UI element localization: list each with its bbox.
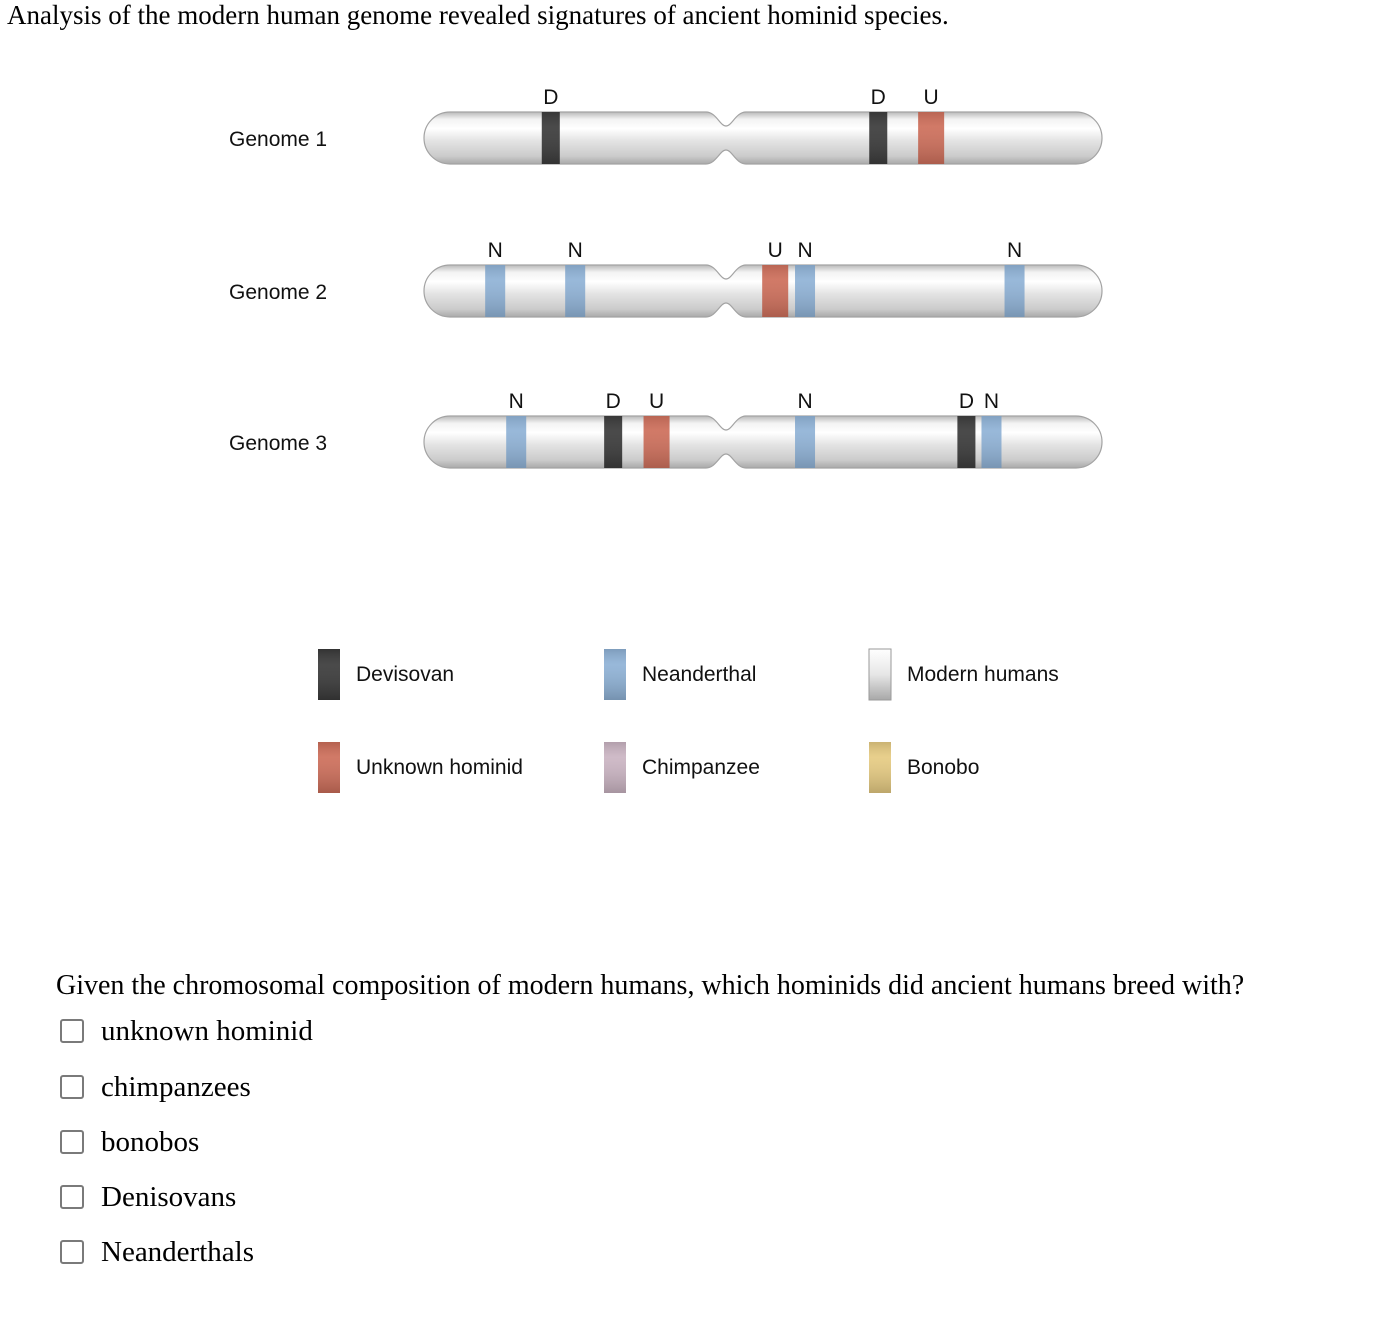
option-label: Denisovans <box>101 1180 237 1213</box>
genome-label: Genome 2 <box>229 281 327 304</box>
genome-label: Genome 1 <box>229 128 327 151</box>
option-label: chimpanzees <box>101 1070 251 1103</box>
marker-label: N <box>984 390 999 413</box>
legend-label: Bonobo <box>907 756 979 779</box>
marker-label: N <box>488 239 503 262</box>
option-unknown-hominid[interactable]: unknown hominid <box>60 1014 313 1048</box>
legend-item: Bonobo <box>869 742 979 793</box>
checkbox[interactable] <box>60 1019 84 1043</box>
option-bonobos[interactable]: bonobos <box>60 1125 199 1159</box>
genome-label: Genome 3 <box>229 432 327 455</box>
legend-label: Chimpanzee <box>642 756 760 779</box>
option-label: bonobos <box>101 1125 200 1158</box>
legend-label: Neanderthal <box>642 663 756 686</box>
option-chimpanzees[interactable]: chimpanzees <box>60 1070 251 1104</box>
checkbox[interactable] <box>60 1185 84 1209</box>
legend-label: Devisovan <box>356 663 454 686</box>
checkbox[interactable] <box>60 1240 84 1264</box>
option-neanderthals[interactable]: Neanderthals <box>60 1235 254 1269</box>
option-denisovans[interactable]: Denisovans <box>60 1180 236 1214</box>
marker-label: N <box>1007 239 1022 262</box>
marker-label: N <box>797 390 812 413</box>
option-label: unknown hominid <box>101 1014 313 1047</box>
marker-label: N <box>568 239 583 262</box>
legend-swatch <box>868 648 892 701</box>
chromosome <box>423 415 1103 469</box>
chromosome <box>423 111 1103 165</box>
marker-label: N <box>509 390 524 413</box>
legend-label: Unknown hominid <box>356 756 523 779</box>
marker-label: D <box>606 390 621 413</box>
legend-label: Modern humans <box>907 663 1059 686</box>
marker-label: N <box>797 239 812 262</box>
legend-item: Chimpanzee <box>604 742 760 793</box>
marker-label: U <box>924 86 939 109</box>
legend-item: Neanderthal <box>604 649 756 700</box>
intro-text: Analysis of the modern human genome reve… <box>7 0 949 30</box>
checkbox[interactable] <box>60 1130 84 1154</box>
legend-item: Unknown hominid <box>318 742 523 793</box>
question-text: Given the chromosomal composition of mod… <box>56 970 1245 1001</box>
marker-label: U <box>649 390 664 413</box>
marker-label: U <box>768 239 783 262</box>
marker-label: D <box>543 86 558 109</box>
checkbox[interactable] <box>60 1075 84 1099</box>
marker-label: D <box>871 86 886 109</box>
genome-row: Genome 1 D D U <box>229 86 1103 165</box>
marker-label: D <box>959 390 974 413</box>
legend-item: Devisovan <box>318 649 454 700</box>
legend-item: Modern humans <box>868 648 1059 701</box>
option-label: Neanderthals <box>101 1235 254 1268</box>
